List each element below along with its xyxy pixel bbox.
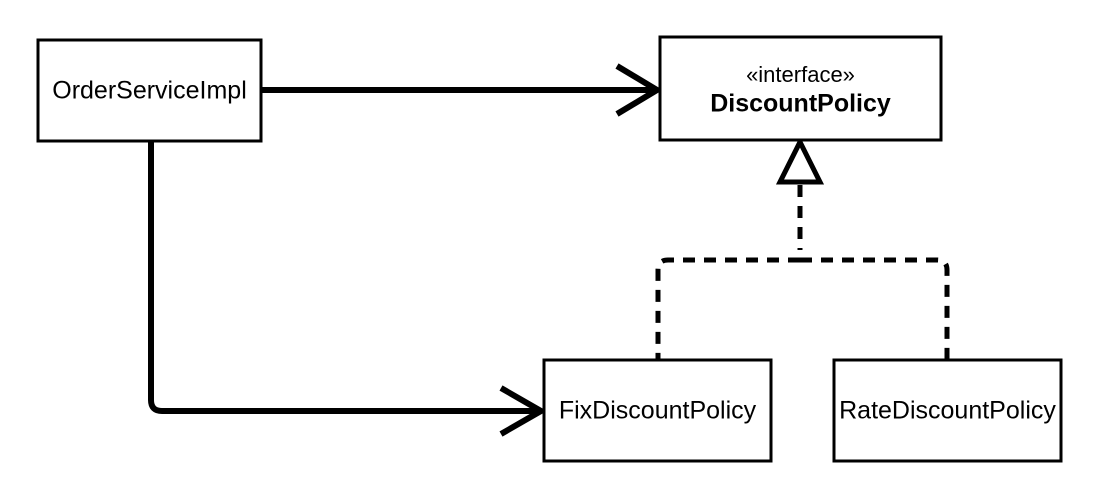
class-box-rate-discount-policy[interactable] (832, 358, 1063, 463)
class-node-rate-discount-policy[interactable]: RateDiscountPolicy (832, 358, 1063, 463)
class-label-order-service-impl: OrderServiceImpl (52, 77, 247, 105)
class-label-fix-discount-policy: FixDiscountPolicy (559, 397, 757, 425)
dependency-line-to-fix-discount-policy (148, 141, 541, 414)
dependency-connector-to-fix-discount-policy (148, 141, 548, 437)
class-label-rate-discount-policy: RateDiscountPolicy (839, 397, 1056, 425)
realization-branch-fix-dashed-line (655, 257, 800, 360)
open-arrow-icon-fix-discount-policy (499, 385, 548, 437)
class-node-order-service-impl[interactable]: OrderServiceImpl (36, 38, 263, 143)
dependency-connector-to-discount-policy (261, 63, 663, 117)
realization-branch-rate-dashed-line (800, 257, 950, 360)
class-box-order-service-impl[interactable] (36, 38, 263, 143)
realization-connector-group (655, 136, 950, 360)
hollow-triangle-icon (775, 136, 825, 185)
class-box-fix-discount-policy[interactable] (542, 358, 773, 463)
class-box-discount-policy[interactable] (658, 35, 943, 142)
class-node-discount-policy[interactable]: «interface» DiscountPolicy (658, 35, 943, 142)
class-label-discount-policy: DiscountPolicy (710, 90, 891, 118)
open-arrow-icon-discount-policy (615, 63, 663, 117)
class-node-fix-discount-policy[interactable]: FixDiscountPolicy (542, 358, 773, 463)
stereotype-label-discount-policy: «interface» (746, 62, 855, 87)
